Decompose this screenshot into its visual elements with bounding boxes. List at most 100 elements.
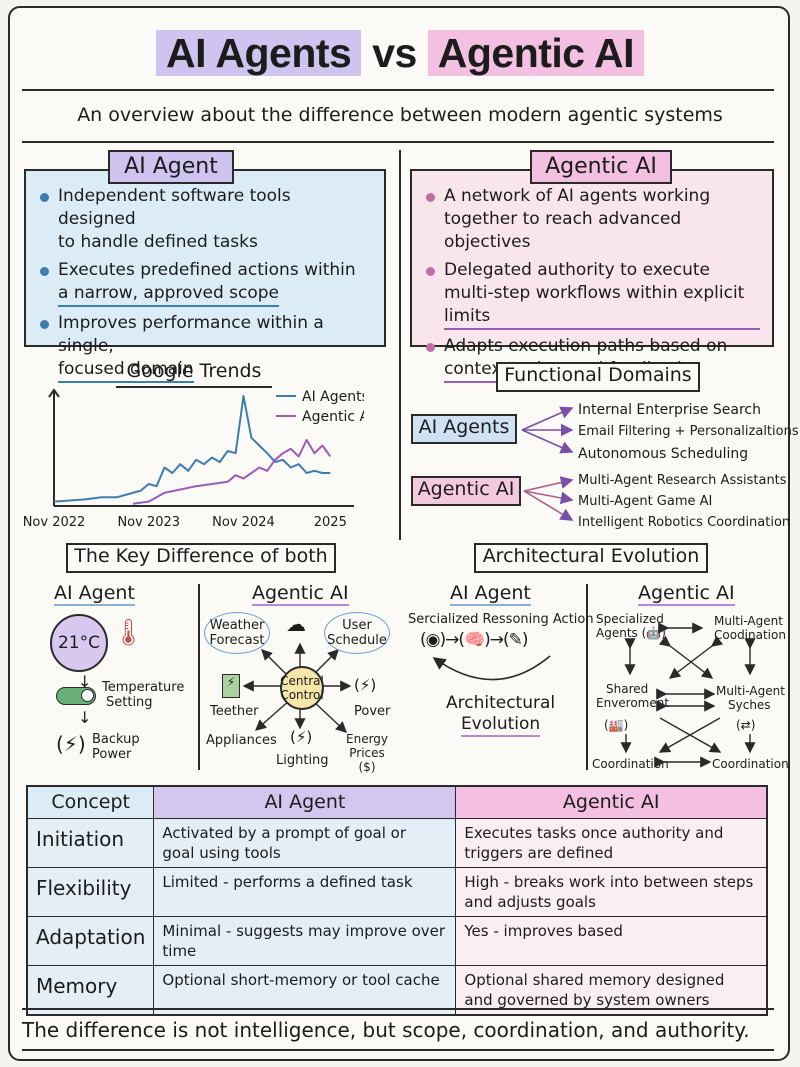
bullet-line: together to reach advanced objectives — [444, 209, 682, 252]
cell-line: Executes tasks once authority and — [464, 823, 724, 842]
bullet-dot — [40, 267, 49, 276]
backup-power-label: Backup Power — [92, 732, 140, 762]
coordination-left: Coordination — [592, 757, 669, 771]
multi-coordination-node: Multi-Agent Coodination — [714, 614, 786, 642]
title-left: AI Agents — [156, 30, 362, 76]
arrow-down-icon: ↓ — [78, 708, 92, 727]
domain-arrows — [521, 406, 574, 521]
x-tick-label: Nov 2023 — [117, 515, 180, 530]
bullet-dot — [40, 320, 49, 329]
bullet-dot — [426, 267, 435, 276]
cell-line: Yes - improves based — [464, 921, 623, 940]
page-title: AI Agents vs Agentic AI — [0, 30, 800, 77]
arrow-down-icon: ↓ — [78, 672, 92, 691]
cell-line: and adjusts goals — [464, 892, 596, 911]
domain-list-agents: Internal Enterprise Search Email Filteri… — [578, 399, 799, 465]
domain-item: Internal Enterprise Search — [578, 402, 761, 418]
agentic-heading: Agentic AI — [530, 150, 672, 184]
arch-right-heading: Agentic AI — [638, 582, 735, 606]
legend-label-1: Agentic AI — [302, 409, 364, 425]
lightning-icon: (⚡) — [354, 676, 377, 694]
bullet-line: Improves performance within a single, — [58, 313, 324, 356]
cell-line: Limited - performs a defined task — [162, 872, 413, 891]
ai-agent-heading: AI Agent — [108, 150, 234, 184]
bullet-line: Adapts execution paths based on — [444, 336, 728, 356]
domain-group-agentic: Agentic AI — [411, 476, 521, 506]
row-agentic-cell: Yes - improves based — [455, 915, 768, 966]
pover-label: Pover — [354, 704, 391, 719]
key-divider — [198, 584, 200, 770]
bullet-dot — [426, 193, 435, 202]
title-rule — [22, 89, 774, 91]
cell-line: Optional short-memory or tool cache — [162, 970, 440, 989]
bullet-line: Independent software tools designed — [58, 186, 291, 229]
temperature-setting-label: Temperature Setting — [102, 680, 185, 710]
title-right: Agentic AI — [427, 30, 644, 76]
footer-text: The difference is not intelligence, but … — [22, 1018, 750, 1042]
subtitle: An overview about the difference between… — [77, 104, 723, 126]
table-row: Flexibility Limited - performs a defined … — [26, 866, 768, 917]
cell-line: Activated by a prompt of goal or — [162, 823, 406, 842]
table-header: AI Agent — [153, 785, 457, 819]
row-agent-cell: Optional short-memory or tool cache — [153, 964, 457, 1015]
footer-rule-bottom — [22, 1049, 774, 1051]
arch-divider — [586, 584, 588, 770]
shared-environment-node: Shared Enveroment — [596, 682, 670, 710]
bullet-dot — [40, 193, 49, 202]
bullet-line: multi-step workflows within explicit lim… — [444, 282, 760, 330]
arch-network-arrows — [620, 622, 756, 768]
domains-heading: Functional Domains — [496, 362, 700, 392]
subtitle-rule — [22, 141, 774, 143]
table-header: Concept — [26, 785, 155, 819]
row-concept: Flexibility — [26, 866, 155, 917]
series-line-1 — [132, 439, 332, 505]
table-header-row: Concept AI Agent Agentic AI — [26, 785, 768, 819]
title-vs: vs — [372, 30, 417, 76]
bullet-line: A network of AI agents working — [444, 186, 711, 206]
coordination-right: Coordination — [712, 757, 789, 771]
x-tick-label: 2025 — [314, 515, 347, 530]
teether-label: Teether — [210, 704, 259, 719]
cell-line: triggers are defined — [464, 843, 614, 862]
footer-rule-top — [22, 1008, 774, 1010]
x-tick-label: Nov 2024 — [212, 515, 275, 530]
x-tick-label: Nov 2022 — [24, 515, 85, 530]
battery-icon: ⚡ — [222, 674, 240, 698]
series-line-0 — [53, 395, 331, 503]
flow-icons: (◉)→(🧠)→(✎) — [420, 630, 529, 650]
sync-icon: (⇄) — [736, 718, 756, 732]
lightning-icon: (⚡) — [56, 732, 86, 756]
y-axis-arrow — [48, 388, 60, 398]
cell-line: time — [162, 941, 197, 960]
factory-icon: (🏭) — [604, 718, 629, 732]
bullet-dot — [426, 343, 435, 352]
bullet-item: Improves performance within a single,foc… — [38, 312, 372, 383]
domain-list-agentic: Multi-Agent Research Assistants Multi-Ag… — [578, 470, 790, 533]
center-divider — [399, 150, 401, 540]
key-right-heading: Agentic AI — [252, 582, 349, 606]
row-agent-cell: Limited - performs a defined task — [153, 866, 457, 917]
domain-item: Intelligent Robotics Coordination — [578, 515, 791, 530]
lighting-label: Lighting — [276, 753, 329, 768]
arch-evolution-label: Architectural Evolution — [446, 693, 555, 737]
appliances-label: Appliances — [206, 733, 277, 748]
key-left-heading: AI Agent — [54, 582, 135, 606]
key-difference-heading: The Key Difference of both — [66, 543, 336, 573]
bullet-line: focused domain — [58, 358, 194, 383]
chart-title: Google Trends — [116, 360, 272, 388]
domain-item: Autonomous Scheduling — [578, 446, 749, 462]
